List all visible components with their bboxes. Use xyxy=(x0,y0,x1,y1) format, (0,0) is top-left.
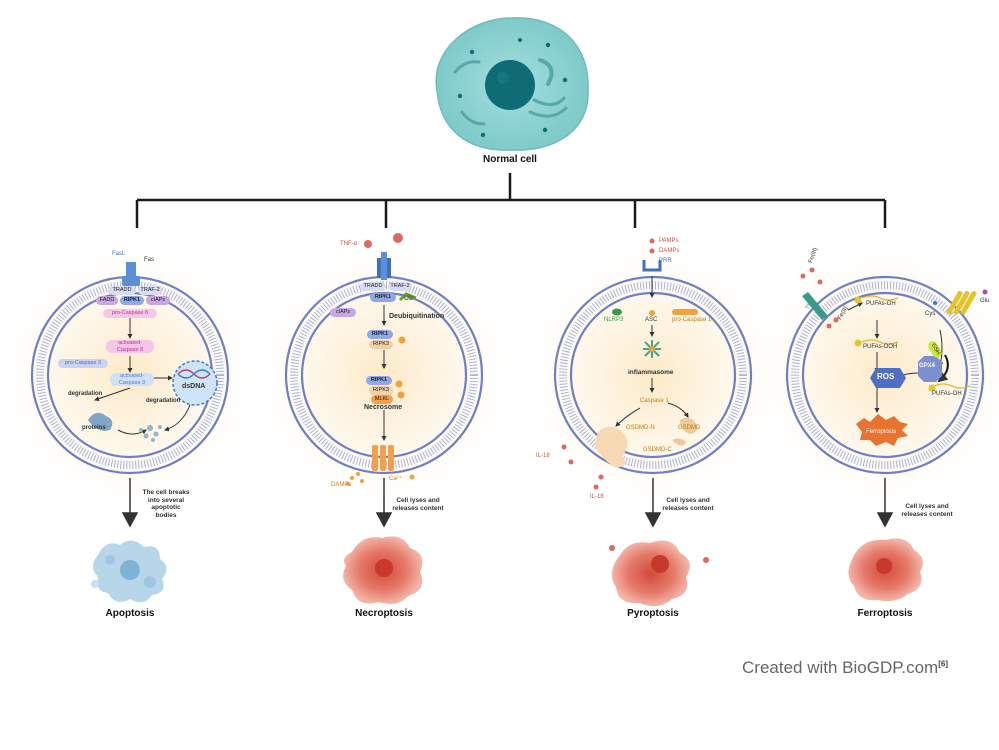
apoptosis-note: The cell breaks into several apoptotic b… xyxy=(142,489,190,519)
necroptosis-title: Necroptosis xyxy=(355,608,413,619)
degradation-left-label: degradation xyxy=(68,391,103,397)
proteins-label: proteins xyxy=(82,425,106,431)
apoptosis-title: Apoptosis xyxy=(105,608,155,619)
pro-caspase1-label: pro-Caspase 1 xyxy=(672,317,712,323)
nec-ciaps-pill: cIAPs xyxy=(330,308,356,317)
pufa-oh-bottom-label: PUFAs-OH xyxy=(932,391,962,397)
ub-label: Ub xyxy=(404,295,414,302)
pro-caspase3-pill: pro-Caspase 3 xyxy=(58,359,108,368)
gpx4-label: GPX4 xyxy=(919,363,936,369)
normal-cell-label: Normal cell xyxy=(483,154,537,165)
prr-label: PRR xyxy=(659,258,672,264)
tnf-label: TNF-α xyxy=(340,241,358,247)
activated-caspase8-label: activated-Caspase 8 xyxy=(106,340,154,353)
ripk1-pill: RIPK1 xyxy=(120,296,144,305)
credit-text: Created with BioGDP.com[6] xyxy=(742,658,948,677)
ciaps-pill: cIAPs xyxy=(146,296,170,305)
gsdmd-n-label: GSDMD-N xyxy=(626,425,655,431)
cys-label: Cys xyxy=(925,311,936,317)
necroptosis-pathway xyxy=(346,233,417,486)
nec-tradd-pill: TRADD xyxy=(360,282,386,291)
nec-ripk1b-pill: RIPK1 xyxy=(367,330,393,339)
ferroptosis-title: Ferroptosis xyxy=(857,608,913,619)
fas-label: Fas xyxy=(144,257,155,263)
ros-label: ROS xyxy=(877,372,895,381)
pufa-oh-top-label: PUFAs-OH xyxy=(866,301,896,307)
pamps-label: PAMPs xyxy=(659,238,679,244)
nec-mlkl-pill: MLKL xyxy=(371,395,393,404)
ferroptosis-pathway xyxy=(800,267,988,446)
necroptosis-note: Cell lyses and releases content xyxy=(392,497,444,512)
calcium-label: Ca²⁺ xyxy=(389,476,402,482)
ferroptosis-inner-label: Ferroptosis xyxy=(866,429,897,435)
apoptotic-bodies xyxy=(91,540,167,603)
necrosome-label: Necrosome xyxy=(364,404,403,411)
normal-cell xyxy=(435,17,589,151)
pyr-damps-label: DAMPs xyxy=(659,248,680,254)
dsdna-label: dsDNA xyxy=(182,383,206,390)
apoptosis-pathway xyxy=(88,262,218,442)
tradd-pill: TRADD xyxy=(108,286,136,295)
gsdmd-c-label: GSDMD-C xyxy=(643,447,672,453)
asc-label: ASC xyxy=(645,317,658,323)
nlrp3-label: NLRP3 xyxy=(604,317,624,323)
tree-connectors xyxy=(135,173,887,228)
pyroptosis-title: Pyroptosis xyxy=(627,608,679,619)
glu-label: Glu xyxy=(980,298,990,304)
activated-caspase3-label: activated-Caspase 3 xyxy=(110,373,154,386)
fasl-label: FasL xyxy=(112,251,126,257)
il18-lower-label: IL-18 xyxy=(590,494,604,500)
pyroptosis-pathway xyxy=(561,238,698,490)
nec-ripk3-pill: RIPK3 xyxy=(369,340,393,349)
ferroptotic-cell xyxy=(848,538,923,602)
nec-ripk3c-pill: RIPK3 xyxy=(369,386,393,395)
caspase1-label: Caspase 1 xyxy=(640,398,669,404)
ferroptosis-note: Cell lyses and releases content xyxy=(901,503,953,518)
deubiquitination-label: Deubiquitination xyxy=(389,313,445,320)
inflammasome-label: inflammasome xyxy=(628,369,674,376)
necroptotic-cell xyxy=(343,536,423,604)
fadd-pill: FADD xyxy=(96,296,118,305)
nec-ripk1c-pill: RIPK1 xyxy=(366,376,392,385)
gsdmd-label: GSDMD xyxy=(678,425,701,431)
nec-damps-label: DAMPs xyxy=(331,482,352,488)
pufa-ooh-label: PUFAs-OOH xyxy=(863,344,898,350)
pyroptosis-note: Cell lyses and releases content xyxy=(662,497,714,512)
nec-traf2-pill: TRAF-2 xyxy=(388,282,412,291)
outcome-arrows xyxy=(121,478,894,528)
il18-upper-label: IL-18 xyxy=(536,453,550,459)
traf2-pill: TRAF-2 xyxy=(138,286,162,295)
nec-ripk1-pill: RIPK1 xyxy=(370,293,396,302)
pro-caspase8-pill: pro-Caspase 8 xyxy=(103,309,157,318)
pyroptotic-cell xyxy=(609,540,709,607)
degradation-right-label: degradation xyxy=(146,398,181,404)
